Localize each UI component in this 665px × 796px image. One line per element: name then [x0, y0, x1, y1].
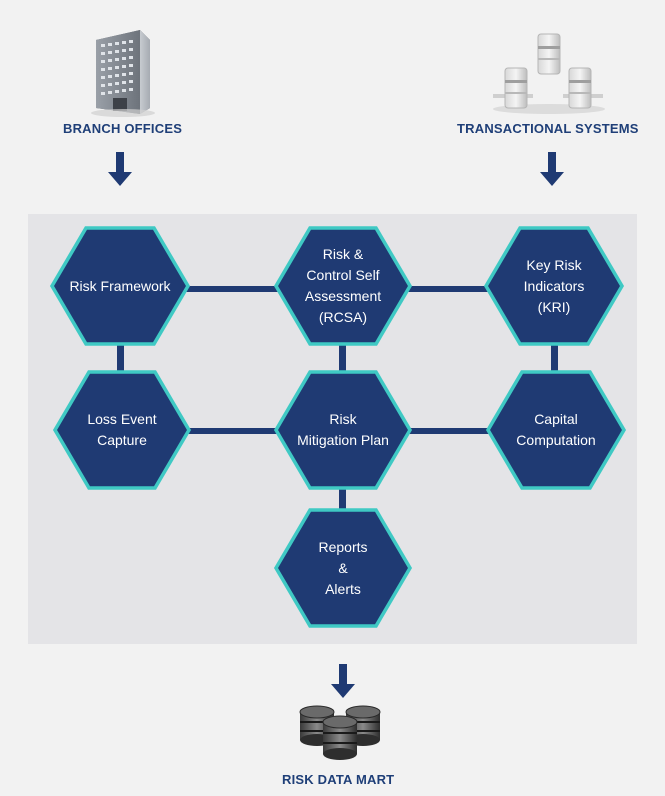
hex-rcsa [273, 226, 413, 346]
transactional-systems-label: TRANSACTIONAL SYSTEMS [457, 121, 639, 136]
node-kri: Key Risk Indicators (KRI) [523, 256, 585, 315]
node-capital: Capital Computation [516, 411, 596, 448]
connector-mitigation-capital [405, 428, 491, 434]
connector-mitigation-reports [339, 487, 346, 511]
risk-data-mart-label: RISK DATA MART [282, 772, 395, 787]
servers-icon [493, 33, 605, 114]
node-reports: Reports & Alerts [318, 538, 368, 597]
node-rcsa: Risk & Control Self Assessment (RCSA) [304, 246, 382, 325]
hex-reports [273, 508, 413, 628]
connector-framework-loss [117, 340, 124, 374]
node-risk-framework: Risk Framework [69, 277, 171, 294]
hex-kri [483, 226, 625, 346]
node-mitigation: Risk Mitigation Plan [297, 411, 389, 448]
arrow-down-icon [540, 152, 564, 186]
hex-loss-event [52, 370, 192, 490]
hexagons [49, 226, 627, 628]
database-icon [299, 705, 381, 760]
connector-rcsa-mitigation [339, 340, 346, 374]
hex-risk-framework [49, 226, 191, 346]
hex-mitigation [273, 370, 413, 490]
hex-capital [485, 370, 627, 490]
office-building-icon [91, 30, 155, 117]
arrow-down-icon [331, 664, 355, 698]
node-loss-event: Loss Event Capture [87, 411, 157, 448]
arrow-down-icon [108, 152, 132, 186]
connector-rcsa-kri [404, 286, 492, 292]
connector-kri-capital [551, 340, 558, 374]
flow-arrows [108, 152, 564, 698]
connector-framework-rcsa [178, 286, 280, 292]
connectors [117, 286, 558, 511]
branch-offices-label: BRANCH OFFICES [63, 121, 183, 136]
connector-loss-mitigation [182, 428, 280, 434]
